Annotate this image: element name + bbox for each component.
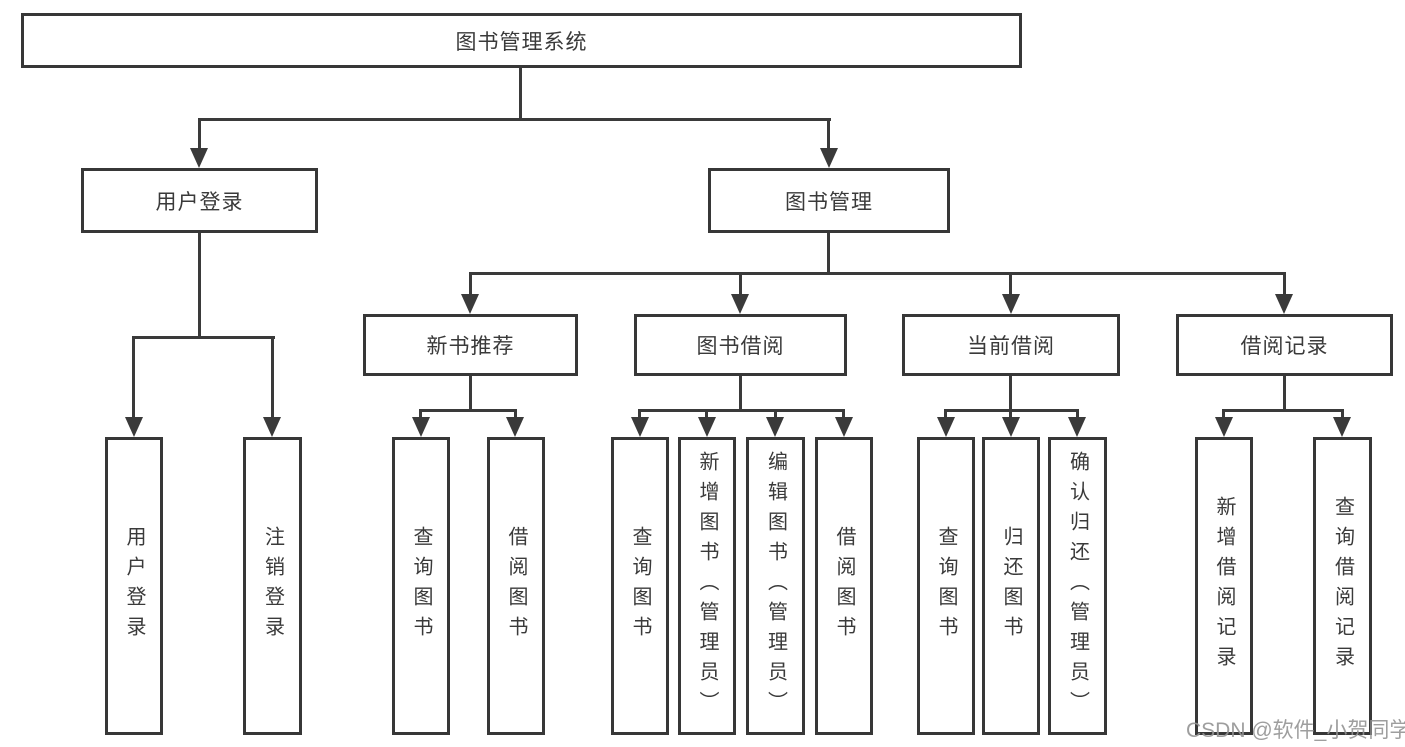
node-label: 查询图书 — [410, 526, 432, 646]
connector-line — [132, 336, 275, 339]
connector-line — [469, 376, 472, 412]
node-label: 借阅图书 — [833, 526, 855, 646]
connector-line — [519, 68, 522, 118]
leaf-borrow-books-recommend: 借阅图书 — [487, 437, 545, 735]
connector-line — [1076, 409, 1079, 421]
node-new-book-recommend: 新书推荐 — [363, 314, 578, 376]
arrowhead-icon — [731, 294, 749, 314]
node-label: 用户登录 — [155, 190, 244, 214]
connector-line — [944, 409, 947, 421]
node-label: 用户登录 — [123, 526, 145, 646]
leaf-query-borrow-record: 查询借阅记录 — [1313, 437, 1372, 735]
node-label: 图书管理 — [785, 190, 873, 214]
connector-line — [705, 409, 708, 421]
node-user-login: 用户登录 — [81, 168, 318, 233]
leaf-edit-books-admin: 编辑图书（管理员） — [746, 437, 805, 735]
arrowhead-icon — [631, 417, 649, 437]
arrowhead-icon — [820, 148, 838, 168]
connector-line — [774, 409, 777, 421]
node-current-borrow: 当前借阅 — [902, 314, 1120, 376]
arrowhead-icon — [461, 294, 479, 314]
node-label: 借阅图书 — [505, 526, 527, 646]
connector-line — [842, 409, 845, 421]
connector-line — [638, 409, 641, 421]
arrowhead-icon — [412, 417, 430, 437]
arrowhead-icon — [263, 417, 281, 437]
leaf-user-login: 用户登录 — [105, 437, 163, 735]
leaf-logout: 注销登录 — [243, 437, 302, 735]
arrowhead-icon — [698, 417, 716, 437]
connector-line — [198, 118, 201, 152]
connector-line — [514, 409, 517, 421]
arrowhead-icon — [766, 417, 784, 437]
node-label: 新增图书（管理员） — [696, 451, 718, 721]
arrowhead-icon — [1215, 417, 1233, 437]
arrowhead-icon — [1068, 417, 1086, 437]
arrowhead-icon — [1002, 294, 1020, 314]
connector-line — [198, 118, 831, 121]
arrowhead-icon — [1333, 417, 1351, 437]
leaf-query-books-current: 查询图书 — [917, 437, 975, 735]
node-book-management: 图书管理 — [708, 168, 950, 233]
csdn-watermark: CSDN @软件_小贺同学 — [1186, 719, 1405, 742]
node-label: 图书管理系统 — [455, 30, 588, 54]
arrowhead-icon — [125, 417, 143, 437]
connector-line — [827, 118, 830, 152]
arrowhead-icon — [190, 148, 208, 168]
connector-line — [1283, 272, 1286, 298]
leaf-add-books-admin: 新增图书（管理员） — [678, 437, 736, 735]
leaf-borrow-books: 借阅图书 — [815, 437, 873, 735]
node-label: 归还图书 — [1000, 526, 1022, 646]
connector-line — [739, 376, 742, 412]
node-label: 查询图书 — [629, 526, 651, 646]
connector-line — [1222, 409, 1225, 421]
connector-line — [638, 409, 845, 412]
connector-line — [739, 272, 742, 298]
node-label: 注销登录 — [261, 526, 284, 646]
node-label: 图书借阅 — [696, 335, 785, 358]
connector-line — [1009, 409, 1012, 421]
connector-line — [469, 272, 472, 298]
node-label: 查询图书 — [935, 526, 957, 646]
node-label: 新书推荐 — [426, 335, 515, 358]
connector-line — [1009, 272, 1012, 298]
connector-line — [419, 409, 422, 421]
leaf-confirm-return-admin: 确认归还（管理员） — [1048, 437, 1107, 735]
connector-line — [1222, 409, 1344, 412]
node-book-borrow: 图书借阅 — [634, 314, 847, 376]
leaf-return-books: 归还图书 — [982, 437, 1040, 735]
arrowhead-icon — [1275, 294, 1293, 314]
node-library-system: 图书管理系统 — [21, 13, 1022, 68]
arrowhead-icon — [835, 417, 853, 437]
connector-line — [1341, 409, 1344, 421]
connector-line — [271, 336, 274, 421]
connector-line — [1283, 376, 1286, 412]
node-label: 借阅记录 — [1240, 335, 1329, 358]
node-label: 新增借阅记录 — [1213, 496, 1235, 676]
node-borrow-record: 借阅记录 — [1176, 314, 1393, 376]
connector-line — [1009, 376, 1012, 412]
leaf-query-books-borrow: 查询图书 — [611, 437, 669, 735]
arrowhead-icon — [1002, 417, 1020, 437]
leaf-query-books-recommend: 查询图书 — [392, 437, 450, 735]
leaf-add-borrow-record: 新增借阅记录 — [1195, 437, 1253, 735]
node-label: 确认归还（管理员） — [1066, 451, 1089, 721]
connector-line — [419, 409, 517, 412]
arrowhead-icon — [506, 417, 524, 437]
connector-line — [469, 272, 1286, 275]
node-label: 当前借阅 — [967, 335, 1055, 358]
node-label: 查询借阅记录 — [1331, 496, 1354, 676]
node-label: 编辑图书（管理员） — [764, 451, 787, 721]
connector-line — [827, 233, 830, 275]
connector-line — [198, 233, 201, 339]
arrowhead-icon — [937, 417, 955, 437]
connector-line — [132, 336, 135, 421]
